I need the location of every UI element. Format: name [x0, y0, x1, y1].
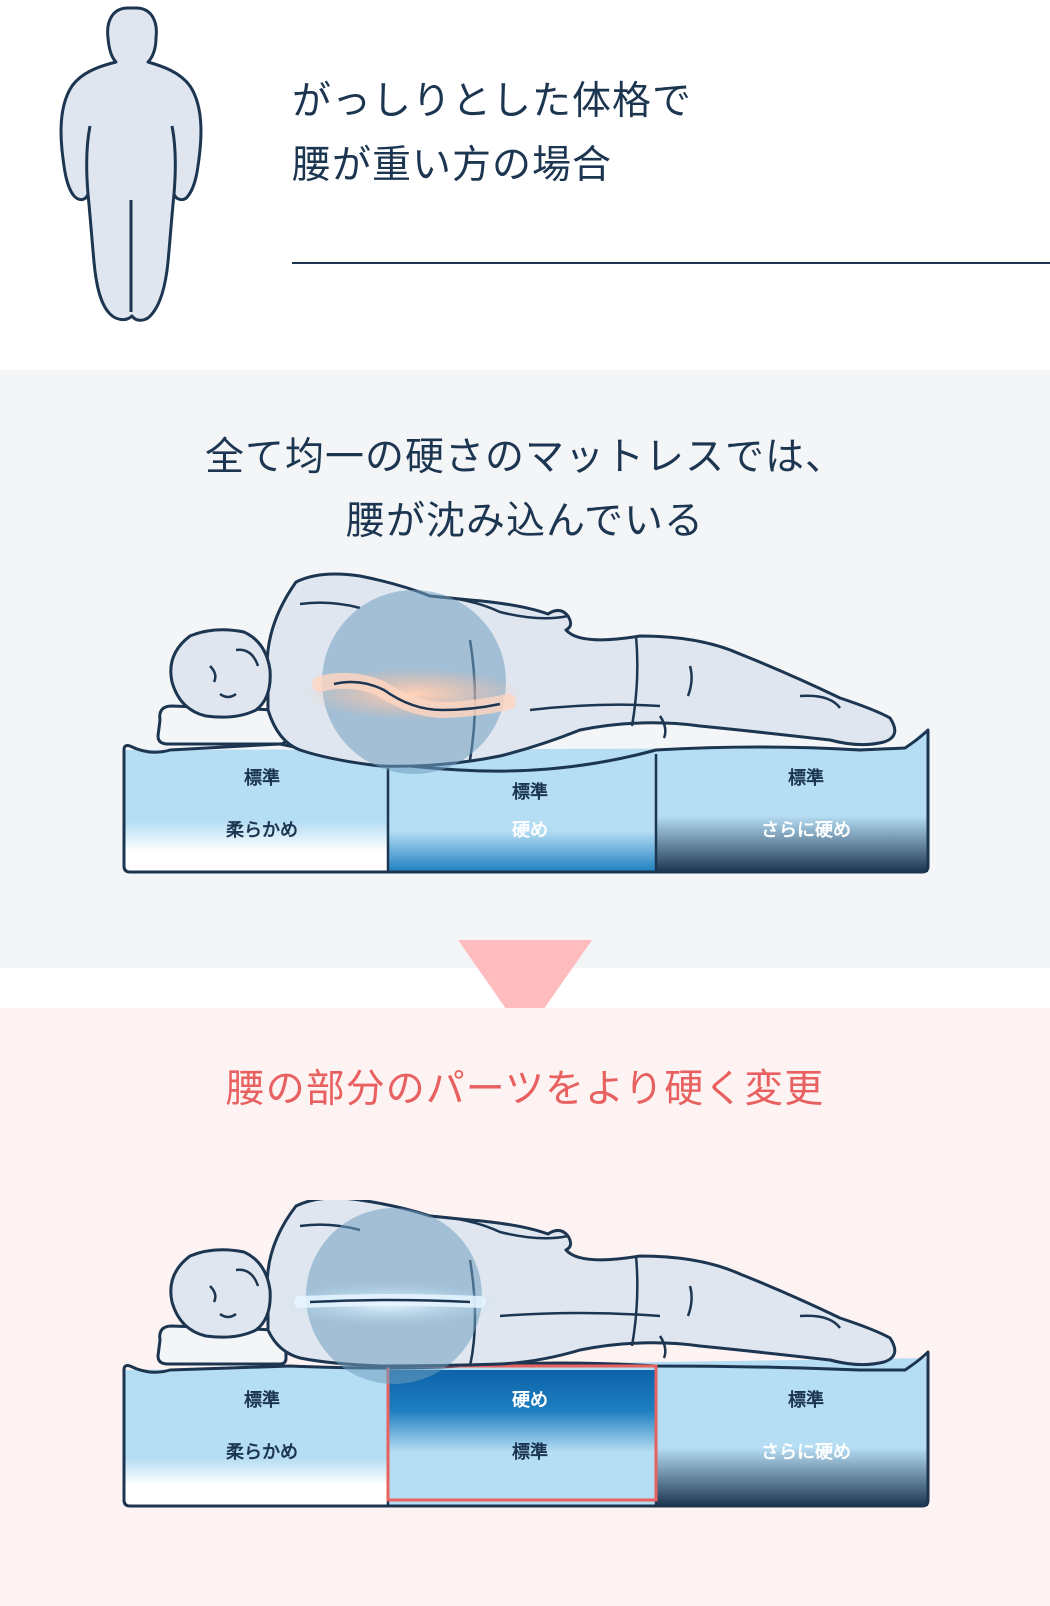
before-zone-1-bottom: 柔らかめ [226, 820, 298, 841]
sleeping-person [169, 1200, 897, 1368]
zone-soft [124, 770, 388, 872]
before-zone-2-bottom: 硬め [512, 820, 548, 841]
after-zone-2-bottom: 標準 [512, 1441, 548, 1463]
pillow [156, 1324, 288, 1366]
after-zone-2-top: 硬め [512, 1390, 548, 1411]
mattress [122, 1350, 930, 1508]
zone-hard [656, 770, 928, 872]
after-mattress-diagram: 標準 柔らかめ 硬め 標準 標準 さらに硬め [122, 1200, 930, 1508]
changed-zone-frame [386, 1364, 658, 1502]
person-silhouette-icon [59, 6, 203, 322]
zone-hard [656, 1400, 928, 1506]
after-zone-3-top: 標準 [788, 1389, 824, 1411]
title-line-1: がっしりとした体格で [292, 79, 693, 124]
page-title: がっしりとした体格で 腰が重い方の場合 [292, 70, 692, 198]
after-zone-3-bottom: さらに硬め [761, 1442, 851, 1463]
before-caption-line-1: 全て均一の硬さのマットレスでは、 [204, 435, 845, 480]
title-divider [292, 262, 1050, 264]
after-zone-1-top: 標準 [244, 1389, 280, 1411]
after-caption: 腰の部分のパーツをより硬く変更 [225, 1067, 825, 1112]
zone-soft [124, 1400, 388, 1506]
before-zone-3-top: 標準 [788, 767, 824, 789]
zone-middle [388, 790, 656, 872]
intro-section: がっしりとした体格で 腰が重い方の場合 [0, 0, 1050, 370]
before-mattress-diagram: 標準 柔らかめ 標準 硬め 標準 さらに硬め [122, 572, 930, 874]
before-caption: 全て均一の硬さのマットレスでは、 腰が沈み込んでいる [0, 426, 1050, 554]
title-line-2: 腰が重い方の場合 [292, 143, 613, 188]
after-zone-1-bottom: 柔らかめ [226, 1442, 298, 1463]
before-zone-2-top: 標準 [512, 781, 548, 803]
before-zone-3-bottom: さらに硬め [761, 820, 851, 841]
before-caption-line-2: 腰が沈み込んでいる [345, 499, 705, 544]
zone-middle [388, 1370, 656, 1506]
before-zone-1-top: 標準 [244, 767, 280, 789]
mattress [122, 728, 930, 874]
